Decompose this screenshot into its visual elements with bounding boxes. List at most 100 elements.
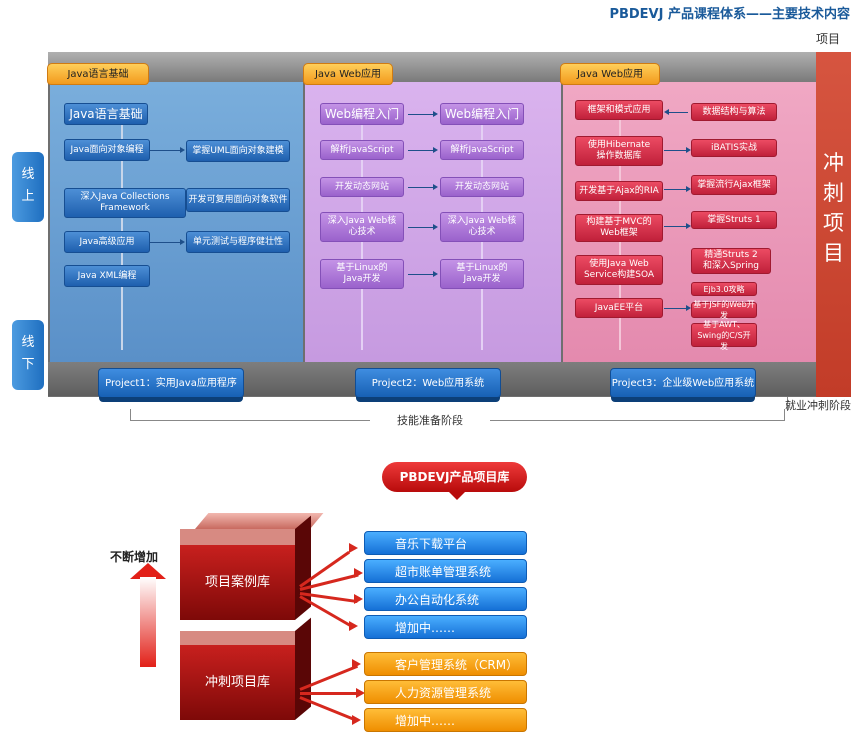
arrow-right-icon <box>352 715 361 725</box>
connector <box>150 242 181 243</box>
connector <box>408 114 434 115</box>
sprint-project-bar: 冲刺项目 <box>816 52 851 397</box>
course-linux-java-a[interactable]: 基于Linux的Java开发 <box>320 259 404 289</box>
course-jsf[interactable]: 基于JSF的Web开发 <box>691 300 757 320</box>
arrow-right-icon <box>686 147 691 153</box>
course-struts2-spring[interactable]: 精通Struts 2和深入Spring <box>691 248 771 274</box>
course-java-collections[interactable]: 深入Java Collections Framework <box>64 188 186 218</box>
course-js-a[interactable]: 解析JavaScript <box>320 140 404 160</box>
course-uml[interactable]: 掌握UML面向对象建模 <box>186 140 290 162</box>
case-item-supermarket[interactable]: 超市账单管理系统 <box>364 559 527 583</box>
connector <box>664 150 688 151</box>
course-unit-test[interactable]: 单元测试与程序健壮性 <box>186 231 290 253</box>
arrow-right-icon <box>433 224 438 230</box>
connector <box>668 112 688 113</box>
sprint-cube-lid <box>180 631 295 645</box>
online-label-text: 线上 <box>21 167 35 204</box>
case-cube-lid <box>180 529 295 545</box>
project2-button[interactable]: Project2：Web应用系统 <box>355 368 501 402</box>
course-framework-patterns[interactable]: 框架和模式应用 <box>575 100 663 120</box>
tab-java-web-1[interactable]: Java Web应用 <box>303 63 393 85</box>
course-hibernate[interactable]: 使用Hibernate操作数据库 <box>575 136 663 166</box>
arrow-right-icon <box>349 621 358 631</box>
arrow-right-icon <box>180 147 185 153</box>
arrow-right-icon <box>433 184 438 190</box>
course-ibatis[interactable]: iBATIS实战 <box>691 139 777 157</box>
course-struts1[interactable]: 掌握Struts 1 <box>691 211 777 229</box>
case-item-oa[interactable]: 办公自动化系统 <box>364 587 527 611</box>
offline-label: 线下 <box>12 320 44 390</box>
arrow-right-icon <box>354 594 363 604</box>
page-title: PBDEVJ 产品课程体系——主要技术内容 <box>609 7 850 22</box>
tab-java-basics[interactable]: Java语言基础 <box>47 63 149 85</box>
case-item-music[interactable]: 音乐下载平台 <box>364 531 527 555</box>
arrow-right-icon <box>433 111 438 117</box>
connector <box>150 150 181 151</box>
arrow-right-icon <box>349 543 358 553</box>
arrow-right-icon <box>180 239 185 245</box>
ray <box>300 692 360 695</box>
connector <box>664 189 688 190</box>
course-java-oop[interactable]: Java面向对象编程 <box>64 139 150 161</box>
project3-button[interactable]: Project3：企业级Web应用系统 <box>610 368 756 402</box>
arrow-left-icon <box>664 109 669 115</box>
course-java-web-core-a[interactable]: 深入Java Web核心技术 <box>320 212 404 242</box>
arrow-right-icon <box>352 659 361 669</box>
course-web-intro-b[interactable]: Web编程入门 <box>440 103 524 125</box>
skill-stage-label: 技能准备阶段 <box>370 412 490 428</box>
growth-label: 不断增加 <box>110 550 159 564</box>
up-arrow-icon <box>130 563 166 579</box>
course-awt-swing[interactable]: 基于AWT、Swing的C/S开发 <box>691 320 757 351</box>
arrow-right-icon <box>686 223 691 229</box>
library-title-pointer <box>449 492 465 500</box>
sprint-library: 冲刺项目库 <box>180 645 295 720</box>
course-java-advanced[interactable]: Java高级应用 <box>64 231 150 253</box>
course-mvc-web[interactable]: 构建基于MVC的Web框架 <box>575 214 663 242</box>
course-dynamic-site-b[interactable]: 开发动态网站 <box>440 177 524 197</box>
arrow-right-icon <box>356 688 365 698</box>
offline-label-text: 线下 <box>21 335 35 372</box>
sprint-cube-side <box>295 617 311 720</box>
sprint-item-more[interactable]: 增加中…… <box>364 708 527 732</box>
sprint-project-label: 冲刺项目 <box>823 151 844 265</box>
arrow-right-icon <box>686 186 691 192</box>
up-arrow-shaft <box>140 577 156 667</box>
sprint-item-hr[interactable]: 人力资源管理系统 <box>364 680 527 704</box>
course-js-b[interactable]: 解析JavaScript <box>440 140 524 160</box>
course-dynamic-site-a[interactable]: 开发动态网站 <box>320 177 404 197</box>
connector <box>408 227 434 228</box>
stage-divider <box>787 397 788 411</box>
connector <box>408 150 434 151</box>
case-cube-side <box>295 515 311 620</box>
course-java-basics[interactable]: Java语言基础 <box>64 103 148 125</box>
case-library-label: 项目案例库 <box>204 575 270 590</box>
ray <box>299 696 359 723</box>
case-library: 项目案例库 <box>180 545 295 620</box>
course-web-intro-a[interactable]: Web编程入门 <box>320 103 404 125</box>
course-java-xml[interactable]: Java XML编程 <box>64 265 150 287</box>
sprint-item-crm[interactable]: 客户管理系统（CRM） <box>364 652 527 676</box>
course-ajax-ria[interactable]: 开发基于Ajax的RIA <box>575 181 663 201</box>
course-java-web-core-b[interactable]: 深入Java Web核心技术 <box>440 212 524 242</box>
course-ajax-frameworks[interactable]: 掌握流行Ajax框架 <box>691 175 777 195</box>
arrow-right-icon <box>433 147 438 153</box>
course-web-service-soa[interactable]: 使用Java Web Service构建SOA <box>575 255 663 285</box>
course-ejb3[interactable]: Ejb3.0攻略 <box>691 282 757 296</box>
sprint-stage-label: 就业冲刺阶段 <box>785 399 851 412</box>
connector <box>408 187 434 188</box>
tab-java-web-2[interactable]: Java Web应用 <box>560 63 660 85</box>
course-linux-java-b[interactable]: 基于Linux的Java开发 <box>440 259 524 289</box>
case-item-more[interactable]: 增加中…… <box>364 615 527 639</box>
course-javaee[interactable]: JavaEE平台 <box>575 298 663 318</box>
panel-java-basics <box>50 82 303 362</box>
board-top-bevel <box>48 52 818 82</box>
project1-button[interactable]: Project1：实用Java应用程序 <box>98 368 244 402</box>
project-column-label: 项目 <box>816 32 841 46</box>
course-reusable-oo[interactable]: 开发可复用面向对象软件 <box>186 188 290 212</box>
arrow-right-icon <box>686 305 691 311</box>
online-label: 线上 <box>12 152 44 222</box>
arrow-right-icon <box>354 568 363 578</box>
course-data-structures[interactable]: 数据结构与算法 <box>691 103 777 121</box>
connector <box>664 226 688 227</box>
arrow-right-icon <box>433 271 438 277</box>
